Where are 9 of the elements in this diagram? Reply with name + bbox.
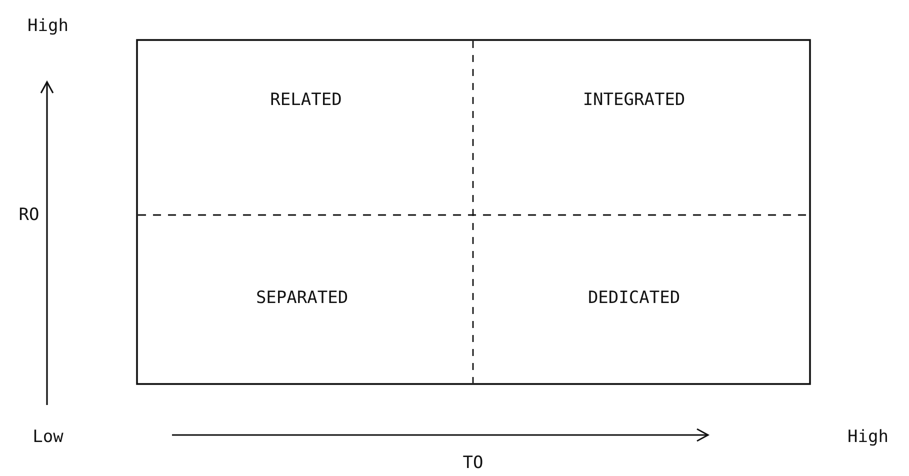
axis-title: RO bbox=[18, 205, 40, 225]
axis-label: High bbox=[28, 16, 68, 36]
quadrant-label: RELATED bbox=[270, 90, 342, 110]
axis-label: High bbox=[848, 427, 888, 447]
axis-label: Low bbox=[32, 427, 64, 447]
quadrant-label: DEDICATED bbox=[588, 288, 680, 308]
quadrant-label: SEPARATED bbox=[256, 288, 348, 308]
axis-title: TO bbox=[462, 453, 484, 473]
quadrant-label: INTEGRATED bbox=[582, 90, 686, 110]
